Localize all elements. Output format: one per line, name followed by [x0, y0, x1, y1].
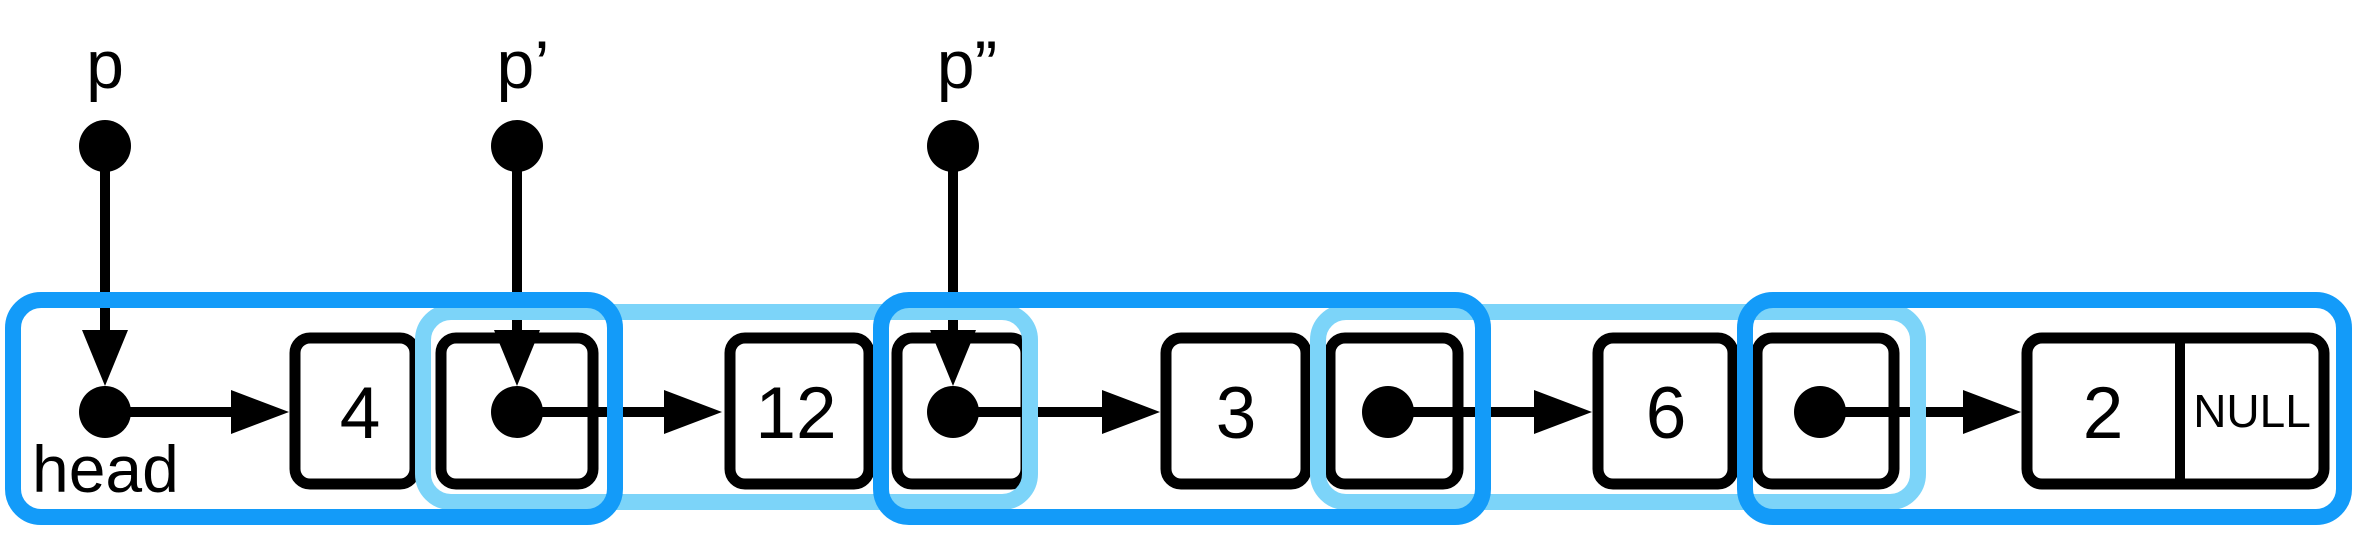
pointer-p-double-prime: p” [927, 27, 997, 386]
node-3: 3 [1160, 332, 1592, 490]
node-4: 6 [1592, 332, 2021, 490]
pointer-p-prime-label: p’ [497, 27, 550, 103]
node-1-value: 4 [340, 373, 381, 454]
pointer-p: p [79, 27, 131, 386]
pointer-p-double-prime-arrowhead [930, 330, 976, 386]
pointer-p-prime-arrowhead [494, 330, 540, 386]
node-5-null-label: NULL [2193, 385, 2311, 437]
node-3-data-cell [1160, 332, 1312, 490]
pointer-p-arrowhead [82, 330, 128, 386]
node-5: 2 NULL [2021, 332, 2330, 490]
light-windows [415, 304, 1926, 510]
node-1: 4 [289, 332, 722, 490]
pointer-p-prime-dot [491, 120, 543, 172]
node-2-data-cell [724, 332, 875, 490]
window-3-dark [873, 292, 1491, 525]
node-2-next-arrowhead [1102, 390, 1160, 434]
node-2-value: 12 [755, 373, 836, 454]
head-pointer: head [32, 386, 289, 506]
node-4-value: 6 [1646, 373, 1687, 454]
black-layer: p p’ p” head 4 [32, 27, 2330, 506]
node-4-next-arrowhead [1963, 390, 2021, 434]
node-4-data-cell [1592, 332, 1739, 490]
window-5-dark [1737, 292, 2352, 525]
pointer-p-label: p [86, 27, 124, 103]
node-5-value: 2 [2083, 373, 2124, 454]
node-3-value: 3 [1216, 373, 1257, 454]
pointer-p-double-prime-dot [927, 120, 979, 172]
window-2-light [415, 304, 1038, 510]
head-label: head [32, 432, 179, 506]
pointer-p-dot [79, 120, 131, 172]
node-1-next-arrowhead [664, 390, 722, 434]
head-next-arrowhead [231, 390, 289, 434]
pointer-p-double-prime-label: p” [937, 27, 997, 103]
window-4-light [1310, 304, 1926, 510]
dark-windows [5, 292, 2352, 525]
node-3-next-arrowhead [1534, 390, 1592, 434]
window-1-dark [5, 292, 623, 525]
pointer-p-prime: p’ [491, 27, 549, 386]
